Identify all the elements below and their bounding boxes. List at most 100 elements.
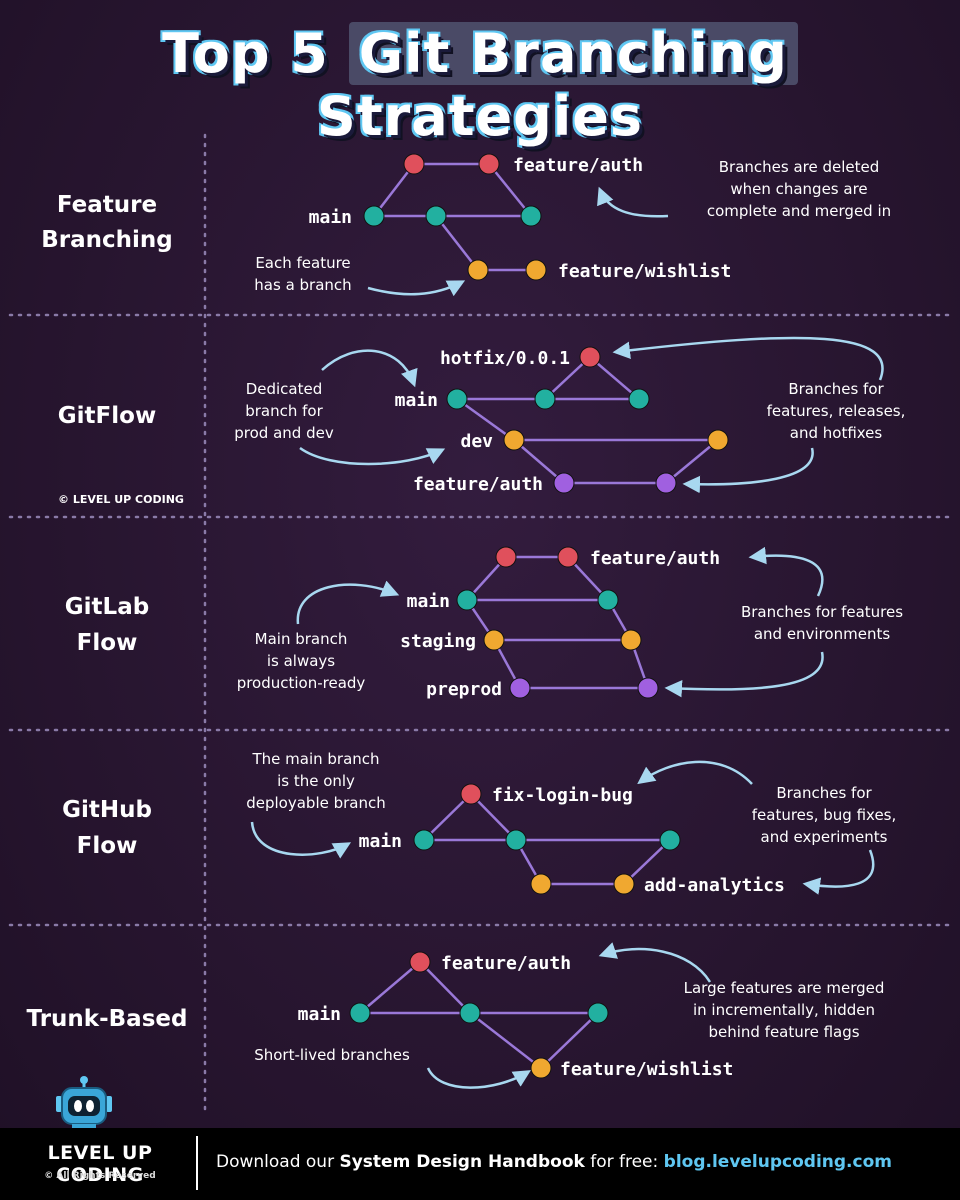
note-arrow [426,1067,531,1089]
footer-url-link[interactable]: blog.levelupcoding.com [663,1152,892,1172]
commit-node [620,629,642,651]
note-arrow [682,447,814,494]
watermark: © LEVEL UP CODING [58,493,184,506]
branch-line [373,163,415,217]
note-text: prod and dev [234,424,334,442]
note-arrow [664,651,824,698]
commit-node [503,429,525,451]
note-text: production-ready [237,674,366,692]
commit-node [587,1002,609,1024]
note-text: when changes are [730,180,867,198]
section-name-gitlab-2: Flow [77,630,138,656]
commit-node [478,153,500,175]
commit-node [495,546,517,568]
branch-line [540,1012,599,1069]
commit-node [655,472,677,494]
commit-node [597,589,619,611]
commit-node [525,259,547,281]
note-text: in incrementally, hidden [693,1001,875,1019]
branch-label: feature/auth [513,155,643,176]
branch-label: main [407,591,450,612]
branch-label: main [359,831,402,852]
section-name-gitflow: GitFlow [58,403,156,429]
commit-node [557,546,579,568]
commit-node [520,205,542,227]
note-text: is always [267,652,335,670]
commit-node [409,951,431,973]
commit-node [456,589,478,611]
gitflow-diagram: hotfix/0.0.1 main dev feature/auth Dedic… [234,336,906,495]
section-name-trunk-based: Trunk-Based [27,1006,188,1032]
section-name-feature-branching-2: Branching [41,227,173,253]
commit-node [446,388,468,410]
commit-node [530,873,552,895]
note-text: behind feature flags [708,1023,859,1041]
footer-divider [196,1136,198,1190]
branch-line [456,397,515,442]
section-name-github-1: GitHub [62,797,152,823]
commit-node [509,677,531,699]
note-text: Each feature [255,254,350,272]
title-part-2: Git Branching [348,22,798,85]
commit-node [530,1057,552,1079]
branch-line [435,215,479,271]
note-text: Branches for [788,380,884,398]
branch-line [589,356,640,400]
commit-node [613,873,635,895]
note-text: features, bug fixes, [752,806,897,824]
robot-mascot-icon [56,1076,112,1132]
commit-node [628,388,650,410]
commit-node [637,677,659,699]
branch-label: fix-login-bug [492,785,633,806]
note-arrow [748,546,824,597]
note-text: has a branch [254,276,351,294]
note-arrow [321,349,418,388]
section-name-gitlab-1: GitLab [65,594,149,620]
note-arrow [637,760,753,785]
footer-brand: LEVEL UP CODING [47,1142,153,1186]
commit-node [467,259,489,281]
github-flow-diagram: fix-login-bug main add-analytics The mai… [246,750,896,896]
branch-line [623,839,671,885]
branch-label: preprod [426,679,502,700]
branch-line [423,793,472,841]
note-text: features, releases, [767,402,906,420]
branch-label: main [298,1004,341,1025]
commit-node [707,429,729,451]
note-text: The main branch [251,750,379,768]
branching-diagram: Feature Branching GitFlow GitLab Flow Gi… [8,133,954,1112]
note-arrow [250,821,352,859]
branch-line [469,1012,542,1069]
note-arrow [296,580,400,625]
note-text: deployable branch [246,794,386,812]
note-arrow [597,186,669,218]
footer-rights: © All Rights Reserved [44,1171,156,1181]
branch-label: add-analytics [644,875,785,896]
trunk-based-diagram: feature/auth main feature/wishlist Large… [254,942,885,1089]
branch-line [513,439,565,484]
commit-node [403,153,425,175]
branch-label: main [309,207,352,228]
branch-line [359,961,421,1014]
commit-node [553,472,575,494]
branch-label: hotfix/0.0.1 [440,348,570,369]
note-text: Main branch [255,630,348,648]
note-text: Short-lived branches [254,1046,410,1064]
gitlab-flow-diagram: feature/auth main staging preprod Main b… [237,546,903,700]
commit-node [349,1002,371,1024]
note-text: Large features are merged [684,979,885,997]
footer-cta: Download our System Design Handbook for … [216,1152,946,1172]
commit-node [363,205,385,227]
note-text: is the only [277,772,355,790]
note-text: Dedicated [246,380,323,398]
note-text: complete and merged in [707,202,891,220]
branch-line [419,961,471,1014]
note-text: Branches are deleted [719,158,880,176]
page-title: Top 5 Git Branching Strategies [0,22,960,148]
commit-node [460,783,482,805]
footer-text-bold: System Design Handbook [339,1152,585,1172]
branch-label: feature/auth [413,474,543,495]
footer-bar [0,1128,960,1200]
note-arrow [598,942,712,983]
section-dividers [8,133,954,1112]
